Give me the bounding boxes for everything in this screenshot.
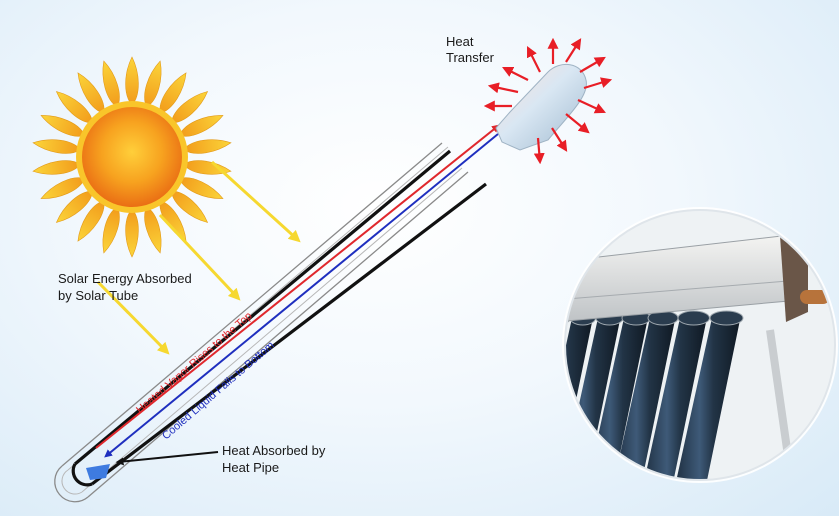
arrow-icon [565, 38, 582, 63]
sun-petal [32, 160, 81, 175]
sun-petal [170, 190, 209, 223]
heat-transfer-label-2: Transfer [446, 50, 495, 65]
collector-tube [640, 315, 708, 480]
arrow-icon [565, 113, 590, 134]
sun-petal [125, 208, 139, 258]
collector-tube [565, 315, 594, 480]
collector-tube-cap [709, 310, 744, 326]
arrow-icon [533, 137, 545, 165]
solar-tube [54, 124, 500, 503]
liquid-label: Cooled Liquid Falls to Bottom [160, 339, 277, 442]
sun-petal [178, 115, 224, 137]
sun-petal [125, 56, 139, 106]
arrow-icon [502, 67, 529, 81]
sun-petal [102, 206, 120, 254]
collector-tube-cap [677, 310, 710, 326]
collector-tube [672, 315, 741, 480]
sun-petal [183, 139, 232, 154]
heat-absorbed-label-2: Heat Pipe [222, 460, 279, 475]
vapor-label: Heated Vapor Rises to the Top [134, 310, 254, 416]
sun-ray-arrow [210, 160, 301, 243]
arrow-icon [527, 46, 541, 73]
sun-petal [170, 91, 209, 124]
sun-petal [55, 91, 94, 124]
sun-petal [40, 115, 86, 137]
sun-petal [40, 177, 86, 199]
sun-ray-arrow [96, 280, 170, 355]
sun-ray-arrows [96, 160, 301, 355]
sun-petal [144, 60, 162, 108]
solar-energy-label: Solar Energy Absorbed [58, 271, 192, 286]
sun-petal [183, 160, 232, 175]
sun-petal [159, 72, 187, 114]
sun-petal [55, 190, 94, 223]
heat-transfer-label: Heat [446, 34, 474, 49]
sun-core [82, 107, 182, 207]
arrow-icon [579, 56, 606, 73]
collector-tube [565, 315, 568, 480]
arrow-icon [487, 82, 519, 94]
condenser-bulb [495, 64, 587, 151]
sun-petal [102, 60, 120, 108]
arrow-icon [577, 99, 606, 114]
sun-petal [77, 72, 105, 114]
collector-tube [610, 315, 676, 480]
arrow-icon [583, 77, 613, 90]
arrow-icon [551, 127, 568, 152]
sun-petal [178, 177, 224, 199]
sun-ray-arrow [158, 213, 241, 301]
sun-petal [32, 139, 81, 154]
solar-collector-photo [562, 207, 838, 483]
sun-petal [144, 206, 162, 254]
heat-arrows [483, 37, 613, 165]
sun-petal [77, 200, 105, 242]
sun-icon [32, 56, 232, 258]
solar-energy-label-2: by Solar Tube [58, 288, 138, 303]
heat-absorbed-pointer [115, 451, 219, 466]
heat-absorbed-label: Heat Absorbed by [222, 443, 326, 458]
